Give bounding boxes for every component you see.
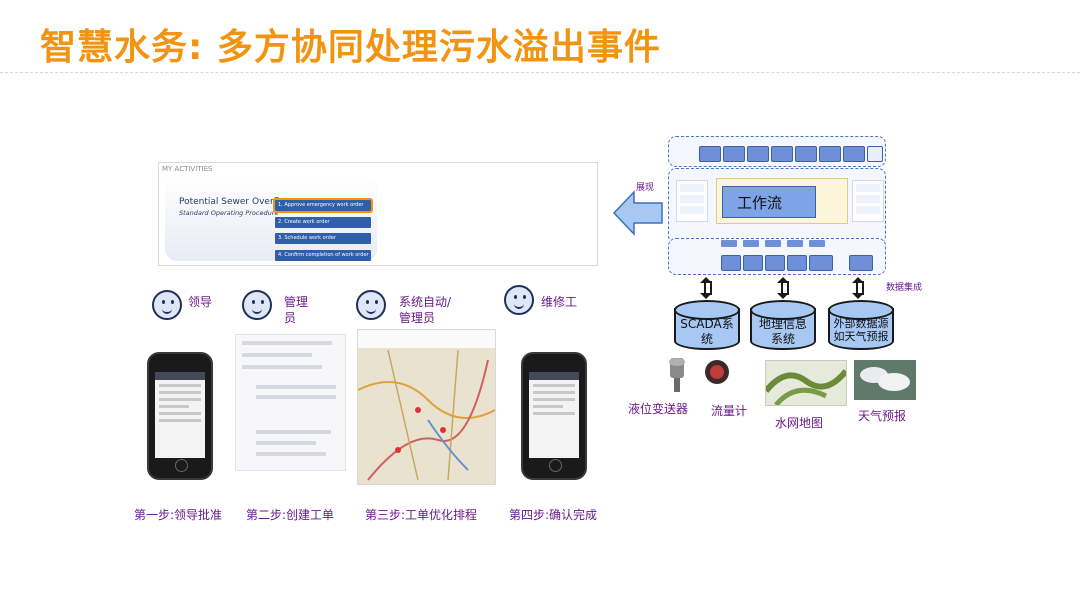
smiley-icon — [242, 290, 272, 320]
portal-layer — [668, 136, 886, 167]
water-network-map-image — [765, 360, 847, 406]
smiley-icon — [356, 290, 386, 320]
step-2-label: 第二步:创建工单 — [246, 506, 334, 523]
device-label-map: 水网地图 — [775, 414, 823, 431]
external-data-database: 外部数据源如天气预报 — [828, 300, 894, 356]
workflow-box: 工作流 — [722, 186, 816, 218]
double-arrow-icon — [700, 277, 712, 299]
platform-left-column — [676, 180, 708, 222]
device-label-level: 液位变送器 — [628, 400, 688, 417]
device-label-weather: 天气预报 — [858, 407, 906, 424]
display-label: 展现 — [636, 180, 654, 193]
role-system: 系统自动/管理员 — [399, 294, 461, 326]
level-transmitter-icon — [662, 356, 692, 398]
flow-meter-icon — [703, 358, 731, 388]
role-maintenance: 维修工 — [541, 294, 577, 310]
step-1-label: 第一步:领导批准 — [134, 506, 222, 523]
step-3-label: 第三步:工单优化排程 — [365, 506, 477, 523]
work-order-form — [235, 334, 346, 471]
smiley-icon — [504, 285, 534, 315]
step-schedule-button[interactable]: 3. Schedule work order — [275, 233, 371, 244]
role-manager: 管理员 — [284, 294, 314, 326]
page-title: 智慧水务: 多方协同处理污水溢出事件 — [40, 18, 661, 70]
smiley-icon — [152, 290, 182, 320]
activities-header: MY ACTIVITIES — [162, 165, 213, 173]
phone-confirm-screen — [521, 352, 587, 480]
left-arrow-icon — [612, 190, 664, 236]
data-integration-label: 数据集成 — [886, 282, 926, 294]
activities-card: Potential Sewer Overflow Standard Operat… — [165, 175, 377, 261]
phone-approval-screen — [147, 352, 213, 480]
step-create-button[interactable]: 2. Create work order — [275, 217, 371, 228]
integration-layer — [668, 238, 886, 275]
activity-subtitle: Standard Operating Procedure — [179, 209, 278, 217]
gis-database: 地理信息系统 — [750, 300, 816, 356]
title-divider — [0, 72, 1080, 73]
double-arrow-icon — [852, 277, 864, 299]
scada-database: SCADA系统 — [674, 300, 740, 356]
schedule-map — [357, 329, 496, 485]
step-approve-button[interactable]: 1. Approve emergency work order — [275, 200, 371, 211]
gis-database-label: 地理信息系统 — [754, 317, 812, 347]
device-label-flow: 流量计 — [711, 402, 747, 419]
activities-panel: MY ACTIVITIES Potential Sewer Overflow S… — [158, 162, 598, 266]
role-leader: 领导 — [188, 294, 212, 310]
weather-forecast-image — [854, 360, 916, 400]
scada-database-label: SCADA系统 — [678, 317, 736, 347]
double-arrow-icon — [777, 277, 789, 299]
step-confirm-button[interactable]: 4. Confirm completion of work order — [275, 250, 371, 261]
external-data-label: 外部数据源如天气预报 — [832, 317, 890, 343]
platform-right-column — [852, 180, 884, 222]
step-4-label: 第四步:确认完成 — [509, 506, 597, 523]
